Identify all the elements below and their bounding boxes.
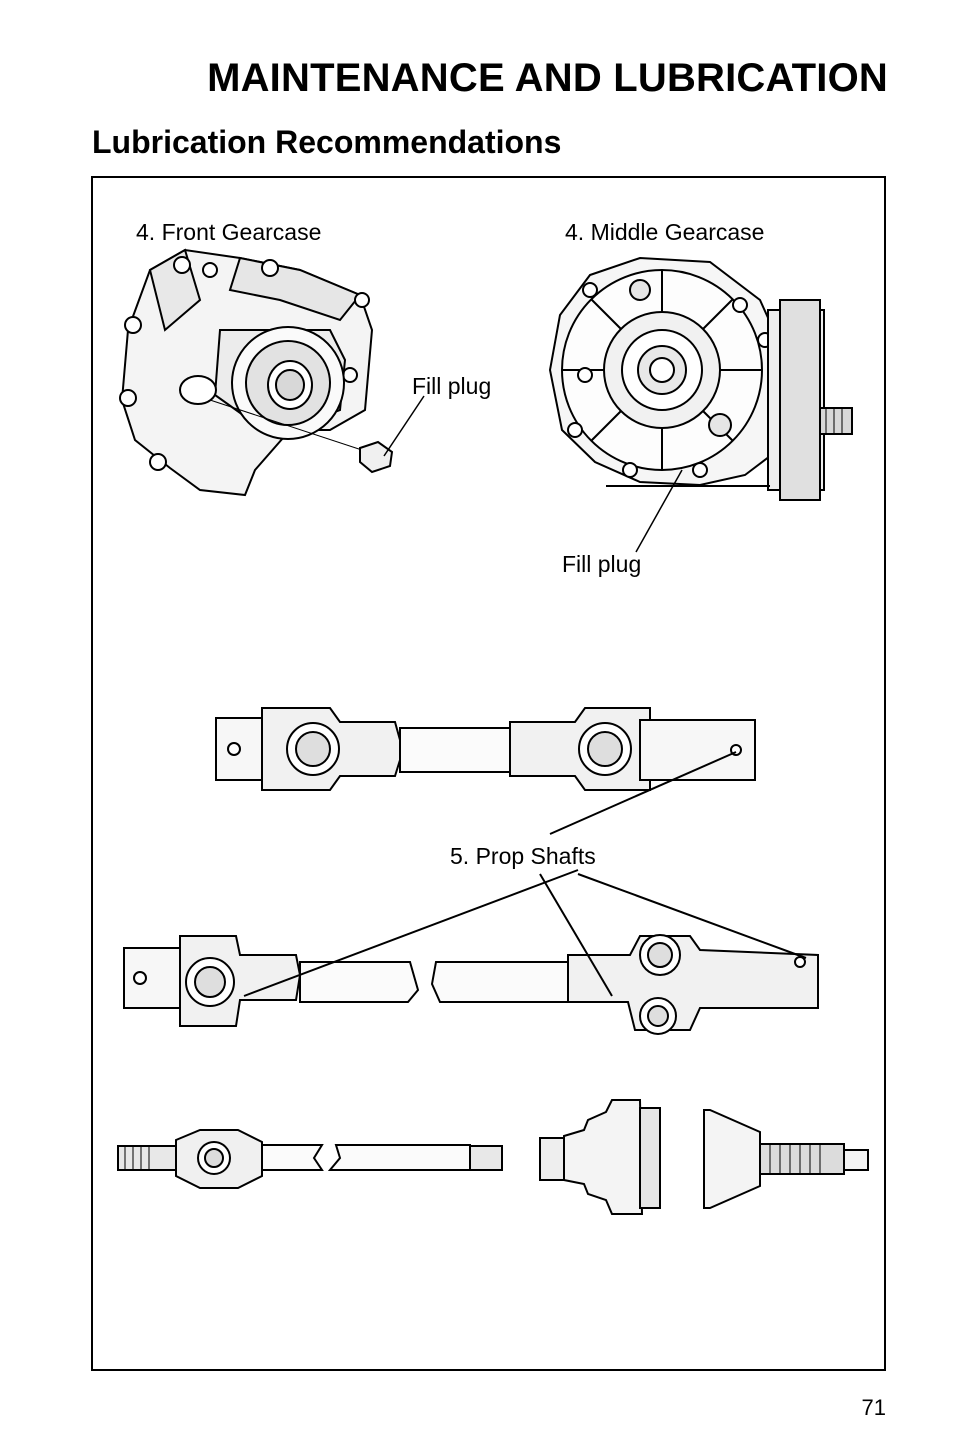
- subsection-title: Lubrication Recommendations: [92, 124, 562, 160]
- middle-gearcase-drawing: [548, 256, 853, 553]
- prop-shaft-leader-line: [549, 751, 737, 835]
- upper-prop-shaft-drawing: [215, 707, 756, 791]
- axle-shaft-drawing: [117, 1129, 503, 1189]
- middle-gearcase-label: 4. Middle Gearcase: [565, 219, 765, 245]
- front-gearcase-label: 4. Front Gearcase: [136, 219, 322, 245]
- page-number: 71: [861, 1395, 886, 1420]
- lower-prop-shaft-drawing: [123, 869, 819, 1035]
- section-title: MAINTENANCE AND LUBRICATION: [207, 56, 888, 100]
- illustration-frame: [91, 176, 886, 1371]
- front-gearcase-drawing: [119, 248, 425, 497]
- middle-fill-plug-label: Fill plug: [562, 551, 642, 577]
- prop-shafts-label: 5. Prop Shafts: [450, 843, 596, 869]
- cv-shaft-drawing: [539, 1099, 869, 1215]
- front-fill-plug-label: Fill plug: [412, 373, 492, 399]
